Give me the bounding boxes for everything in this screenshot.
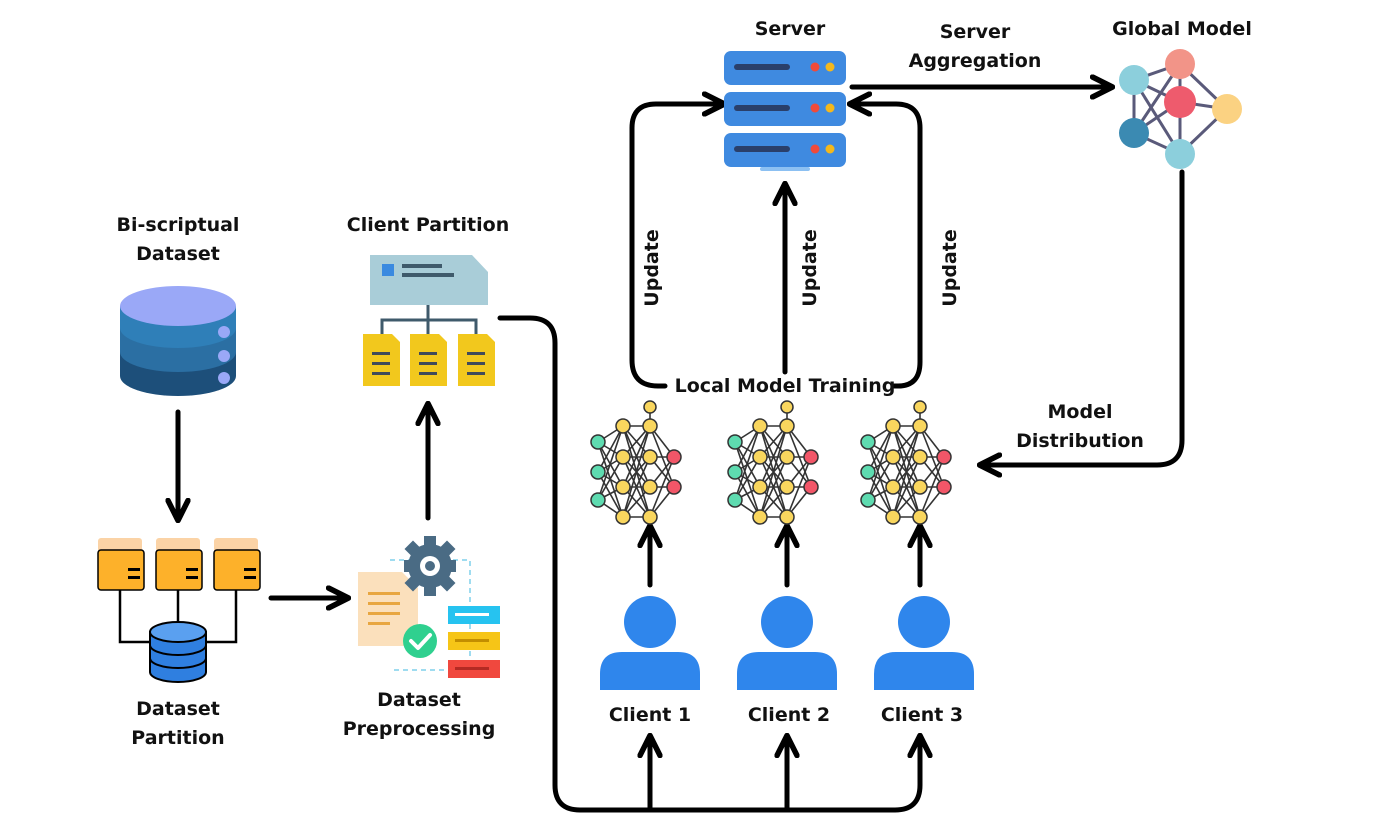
arrow-update-right xyxy=(852,104,923,389)
document-icon xyxy=(363,334,400,386)
small-database-icon xyxy=(149,621,207,683)
document-icon xyxy=(410,334,447,386)
gear-icon xyxy=(404,536,456,596)
client-partition-icon xyxy=(363,255,495,386)
client-3-avatar xyxy=(874,596,974,690)
model-distribution-label: Model Distribution xyxy=(1016,401,1144,452)
arrow-client-partition-to-clients xyxy=(497,315,920,813)
client-2-avatar xyxy=(737,596,837,690)
database-icon xyxy=(120,286,236,396)
neural-network-icon-3 xyxy=(860,400,952,525)
preprocessing-icon xyxy=(358,536,500,678)
document-icon xyxy=(458,334,495,386)
client-1-label: Client 1 xyxy=(608,704,692,726)
update-label-left: Update xyxy=(641,229,663,307)
dataset-preprocessing-label: Dataset Preprocessing xyxy=(342,689,496,740)
client-partition-label: Client Partition xyxy=(346,214,510,236)
server-label: Server xyxy=(754,18,826,40)
global-model-label: Global Model xyxy=(1112,18,1252,40)
arrow-update-left xyxy=(629,104,722,389)
local-model-training-label: Local Model Training xyxy=(674,375,896,397)
server-aggregation-label: Server Aggregation xyxy=(908,21,1042,72)
update-label-right: Update xyxy=(939,229,961,307)
client-3-label: Client 3 xyxy=(880,704,964,726)
bi-scriptual-dataset-label: Bi-scriptual Dataset xyxy=(116,214,240,265)
client-2-label: Client 2 xyxy=(747,704,831,726)
folder-icon xyxy=(213,538,261,591)
folder-icon xyxy=(97,538,145,591)
arrow-model-distribution xyxy=(982,169,1185,465)
neural-network-icon-1 xyxy=(590,400,682,525)
folder-icon xyxy=(155,538,203,591)
dataset-partition-icon xyxy=(97,538,261,683)
check-icon xyxy=(403,624,437,658)
client-1-avatar xyxy=(600,596,700,690)
update-label-middle: Update xyxy=(799,229,821,307)
server-icon xyxy=(724,51,846,171)
neural-network-icon-2 xyxy=(727,400,819,525)
dataset-partition-label: Dataset Partition xyxy=(131,698,225,749)
global-model-icon xyxy=(1119,49,1242,169)
